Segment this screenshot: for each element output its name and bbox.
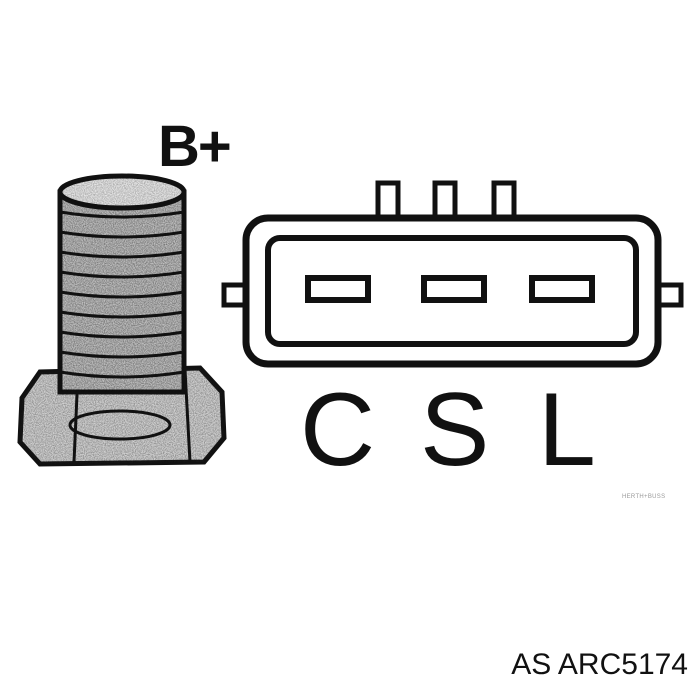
slot-l — [529, 275, 595, 303]
b-plus-terminal-stud — [17, 173, 227, 467]
part-number: AS ARC5174 — [511, 648, 688, 681]
pin-s-label: S — [420, 372, 490, 488]
pin-c-label: C — [300, 372, 376, 488]
pin-l-label: L — [538, 372, 596, 488]
plug-connector — [221, 180, 684, 368]
thread-lines — [59, 210, 185, 379]
slot-c — [305, 275, 371, 303]
watermark: HERTH+BUSS — [622, 494, 666, 500]
b-plus-label: B+ — [158, 114, 232, 179]
slot-s — [421, 275, 487, 303]
